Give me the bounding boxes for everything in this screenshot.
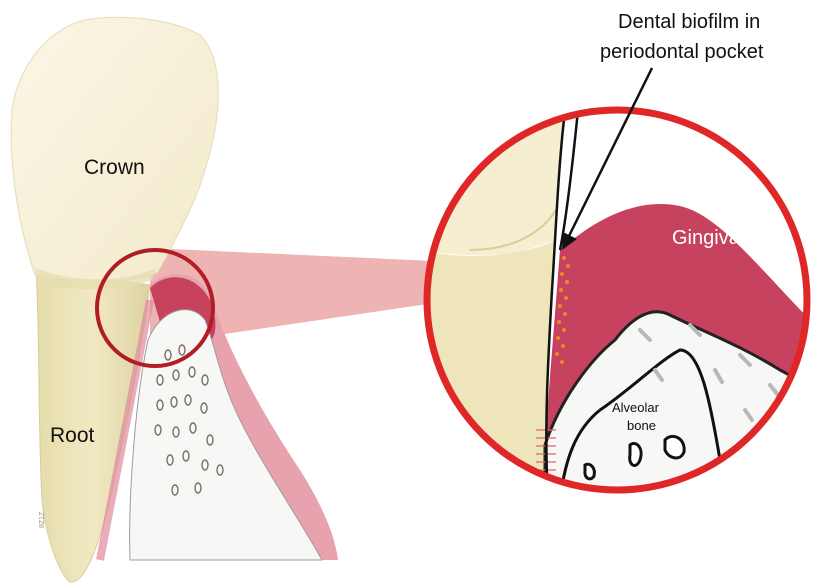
gingiva-label: Gingiva bbox=[672, 227, 741, 249]
svg-text:8Z1Z: 8Z1Z bbox=[39, 511, 46, 528]
biofilm-label-line2: periodontal pocket bbox=[600, 41, 764, 63]
root-label: Root bbox=[50, 424, 95, 447]
crown-label: Crown bbox=[84, 156, 145, 179]
tooth-crown bbox=[11, 17, 218, 281]
biofilm-label-line1: Dental biofilm in bbox=[618, 11, 760, 33]
alveolar-bone-label-line2: bone bbox=[627, 418, 656, 433]
alveolar-bone-label-line1: Alveolar bbox=[612, 400, 660, 415]
